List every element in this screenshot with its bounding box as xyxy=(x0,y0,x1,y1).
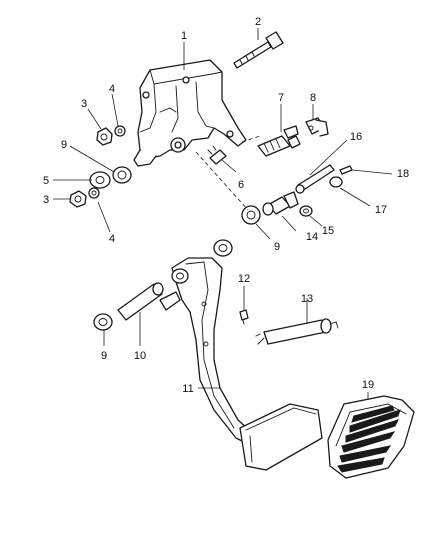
connector-8 xyxy=(305,117,329,137)
callout-9-lower: 9 xyxy=(101,350,107,362)
callout-10: 10 xyxy=(134,350,146,362)
alignment-line-upper xyxy=(195,151,249,211)
callout-4-lower: 4 xyxy=(109,233,115,245)
callout-6: 6 xyxy=(238,179,244,191)
callout-17: 17 xyxy=(375,204,387,216)
washer-lower xyxy=(88,187,100,199)
callout-15: 15 xyxy=(322,225,334,237)
callout-5: 5 xyxy=(43,175,49,187)
clip-17 xyxy=(329,176,343,188)
stop-lamp-switch xyxy=(257,125,301,157)
brake-pedal-arm xyxy=(159,257,259,447)
bushing-9-upper xyxy=(112,166,132,184)
callout-9-middle: 9 xyxy=(274,241,280,253)
callout-4-upper: 4 xyxy=(109,83,115,95)
bushing-9-pedal xyxy=(213,239,233,257)
callout-3-upper: 3 xyxy=(81,98,87,110)
callout-1: 1 xyxy=(181,30,187,42)
alignment-line-switch xyxy=(241,135,261,143)
callout-7: 7 xyxy=(278,92,284,104)
pedal-pad xyxy=(327,395,415,479)
pivot-pin xyxy=(262,191,299,216)
pedal-pad-plate xyxy=(239,403,323,471)
bushing-5 xyxy=(89,171,111,189)
callout-14: 14 xyxy=(306,231,318,243)
pedal-bracket xyxy=(133,59,247,167)
push-rod xyxy=(295,164,335,194)
callout-19: 19 xyxy=(362,379,374,391)
return-spring xyxy=(255,318,339,345)
callout-9-upper: 9 xyxy=(61,139,67,151)
callout-16: 16 xyxy=(350,131,362,143)
bushing-15 xyxy=(299,205,313,217)
washer-upper xyxy=(114,125,126,137)
bolt xyxy=(233,31,284,69)
bushing-9-lower xyxy=(93,313,113,331)
bushing-9-middle xyxy=(241,205,261,225)
switch-6 xyxy=(207,145,227,165)
callout-12: 12 xyxy=(238,273,250,285)
pivot-sleeve xyxy=(117,282,164,321)
callout-3-lower: 3 xyxy=(43,194,49,206)
callout-18: 18 xyxy=(397,168,409,180)
callout-8: 8 xyxy=(310,92,316,104)
nut-upper xyxy=(96,127,113,146)
callout-13: 13 xyxy=(301,293,313,305)
callout-11: 11 xyxy=(182,383,193,395)
leader-lines xyxy=(53,28,393,400)
nut-lower xyxy=(69,190,87,208)
stop-bumper xyxy=(239,309,249,325)
cotter-pin xyxy=(339,165,353,175)
callout-2: 2 xyxy=(255,16,261,28)
